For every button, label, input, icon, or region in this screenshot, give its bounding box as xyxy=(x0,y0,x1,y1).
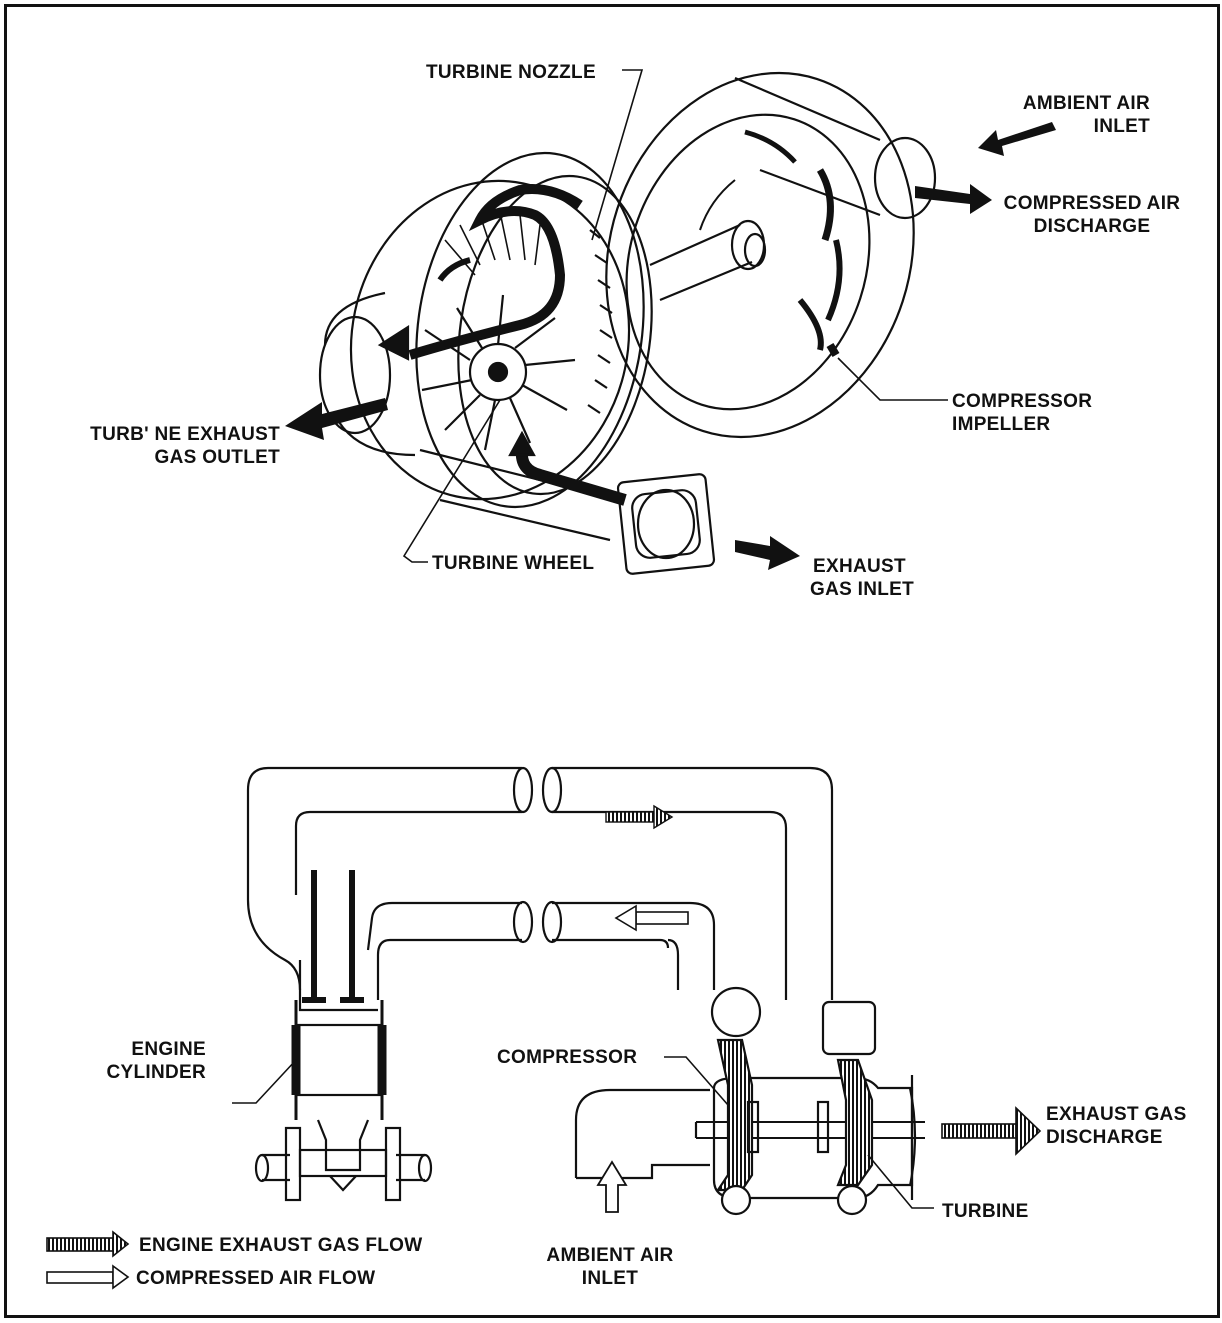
piston xyxy=(296,1025,382,1095)
label-exhaust-gas-inlet: EXHAUST GAS INLET xyxy=(810,555,914,601)
label-line: INLET xyxy=(1000,115,1150,138)
label-line: EXHAUST GAS xyxy=(1046,1103,1187,1126)
label-exhaust-gas-discharge: EXHAUST GAS DISCHARGE xyxy=(1046,1103,1187,1149)
exhaust-discharge-arrow xyxy=(942,1108,1040,1154)
compressed-flow-arrow xyxy=(616,906,688,930)
label-turbine-exhaust-gas-outlet: TURB' NE EXHAUST GAS OUTLET xyxy=(60,423,280,469)
label-compressor: COMPRESSOR xyxy=(497,1046,637,1069)
exhaust-flow-arrow xyxy=(606,806,672,828)
label-line: GAS OUTLET xyxy=(60,446,280,469)
label-text: TURBINE NOZZLE xyxy=(426,61,596,84)
label-line: COMPRESSED AIR xyxy=(992,192,1192,215)
label-text: TURBINE xyxy=(942,1200,1029,1223)
exhaust-pipe xyxy=(248,768,522,990)
label-line: INLET xyxy=(530,1267,690,1290)
engine-schematic xyxy=(232,768,1040,1214)
label-compressed-air-discharge: COMPRESSED AIR DISCHARGE xyxy=(992,192,1192,238)
label-line: ENGINE xyxy=(100,1038,206,1061)
label-turbine: TURBINE xyxy=(942,1200,1029,1223)
label-line: EXHAUST xyxy=(810,555,914,578)
label-text: TURBINE WHEEL xyxy=(432,552,594,575)
label-turbine-nozzle: TURBINE NOZZLE xyxy=(426,61,596,84)
legend-compressed-air-flow: COMPRESSED AIR FLOW xyxy=(136,1267,375,1290)
label-ambient-air-inlet-top: AMBIENT AIR INLET xyxy=(1000,92,1150,138)
label-text: COMPRESSOR xyxy=(497,1046,637,1069)
label-engine-cylinder: ENGINE CYLINDER xyxy=(100,1038,206,1084)
label-compressor-impeller: COMPRESSOR IMPELLER xyxy=(952,390,1092,436)
label-line: AMBIENT AIR xyxy=(1000,92,1150,115)
label-line: COMPRESSOR xyxy=(952,390,1092,413)
label-line: GAS INLET xyxy=(810,578,914,601)
label-turbine-wheel: TURBINE WHEEL xyxy=(432,552,594,575)
legend-glyphs xyxy=(47,1232,128,1288)
turbine-inlet-flange xyxy=(823,1002,875,1054)
legend-text: ENGINE EXHAUST GAS FLOW xyxy=(139,1234,422,1257)
turbo-unit xyxy=(696,1040,925,1214)
intake-pipe xyxy=(368,903,522,950)
compressor-housing xyxy=(560,33,960,478)
label-line: AMBIENT AIR xyxy=(530,1244,690,1267)
turbine-housing xyxy=(320,138,715,574)
label-ambient-air-inlet-bottom: AMBIENT AIR INLET xyxy=(530,1244,690,1290)
top-leader-lines xyxy=(404,70,948,562)
shaft xyxy=(650,221,765,300)
label-line: DISCHARGE xyxy=(1046,1126,1187,1149)
label-line: TURB' NE EXHAUST xyxy=(60,423,280,446)
legend-engine-exhaust-gas-flow: ENGINE EXHAUST GAS FLOW xyxy=(139,1234,422,1257)
turbo-cutaway xyxy=(285,33,1056,575)
compressor-outlet-ball xyxy=(712,988,760,1036)
ambient-inlet-arrow xyxy=(598,1162,626,1212)
label-line: CYLINDER xyxy=(100,1061,206,1084)
legend-text: COMPRESSED AIR FLOW xyxy=(136,1267,375,1290)
label-line: DISCHARGE xyxy=(992,215,1192,238)
label-line: IMPELLER xyxy=(952,413,1092,436)
